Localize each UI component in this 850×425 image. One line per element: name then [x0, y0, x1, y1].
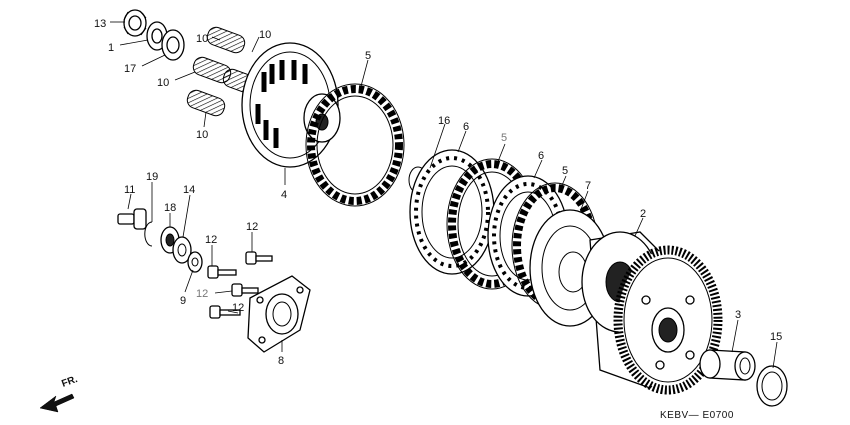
lifter-plate-8 — [247, 275, 311, 353]
callout-17: 17 — [124, 63, 136, 75]
callout-12-bottom: 12 — [232, 302, 244, 314]
bolt-12-mid — [231, 283, 259, 297]
callout-1: 1 — [108, 42, 114, 54]
callout-2: 2 — [640, 208, 646, 220]
bolt-12-bottom — [209, 305, 241, 319]
snap-ring-19 — [144, 221, 153, 247]
callout-10-mid: 10 — [157, 77, 169, 89]
callout-6-second: 6 — [538, 150, 544, 162]
bolt-12-upper-left — [207, 265, 237, 279]
callout-14: 14 — [183, 184, 195, 196]
clutch-outer-2 — [581, 231, 723, 395]
washer-14 — [172, 236, 192, 264]
callout-5-second: 5 — [501, 132, 507, 144]
bolt-12-top — [245, 251, 273, 265]
callout-16: 16 — [438, 115, 450, 127]
collar-3 — [699, 349, 756, 381]
callout-19: 19 — [146, 171, 158, 183]
callout-3: 3 — [735, 309, 741, 321]
callout-5-first: 5 — [365, 50, 371, 62]
nut-13 — [123, 9, 147, 37]
front-arrow-icon — [39, 393, 75, 413]
callout-10-bottom: 10 — [196, 129, 208, 141]
callout-5-third: 5 — [562, 165, 568, 177]
callout-18: 18 — [164, 202, 176, 214]
front-label: FR. — [60, 374, 79, 390]
callout-6-first: 6 — [463, 121, 469, 133]
callout-4: 4 — [281, 189, 287, 201]
washer-17 — [161, 29, 185, 61]
callout-10-top-right: 10 — [259, 29, 271, 41]
callout-labels: 13 1 17 10 10 10 10 5 4 16 6 5 6 5 7 2 1… — [94, 18, 782, 367]
callout-9: 9 — [180, 295, 186, 307]
callout-12-upper-left: 12 — [205, 234, 217, 246]
friction-disc-5-first — [305, 83, 405, 207]
callout-10-top-left: 10 — [196, 33, 208, 45]
callout-7: 7 — [585, 180, 591, 192]
thrust-washer-15 — [756, 365, 788, 407]
bolt-11 — [117, 208, 147, 230]
leader-lines — [110, 21, 778, 369]
spring-10-top — [206, 26, 246, 54]
washer-9 — [187, 251, 203, 273]
callout-12-top: 12 — [246, 221, 258, 233]
callout-8: 8 — [278, 355, 284, 367]
callout-13: 13 — [94, 18, 106, 30]
spring-10-bottom — [186, 89, 226, 117]
callout-15: 15 — [770, 331, 782, 343]
front-direction-indicator: FR. — [39, 374, 79, 413]
callout-12-mid: 12 — [196, 288, 208, 300]
callout-11: 11 — [124, 184, 135, 196]
diagram-code: KEBV— E0700 — [660, 410, 734, 421]
